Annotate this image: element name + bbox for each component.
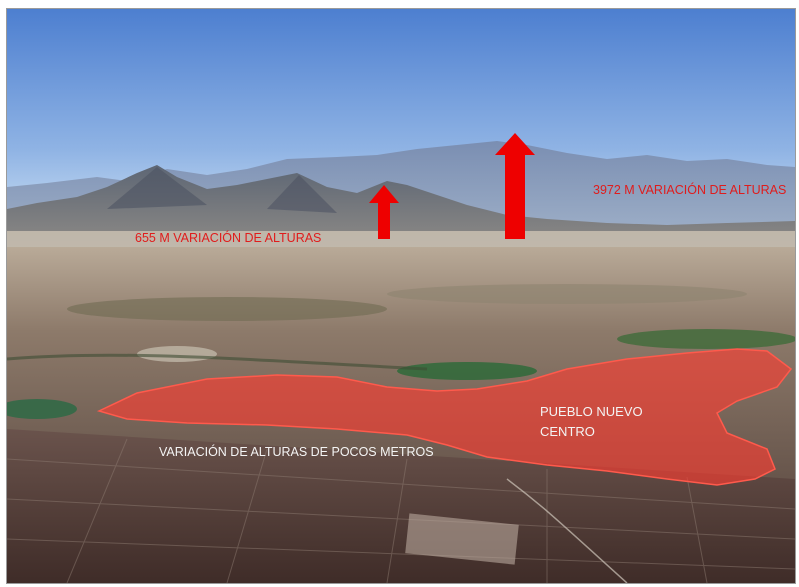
label-3972m-height-variation: 3972 M VARIACIÓN DE ALTURAS	[593, 183, 787, 197]
label-655m-height-variation: 655 M VARIACIÓN DE ALTURAS	[135, 231, 322, 245]
green-field	[7, 399, 77, 419]
mountain-shadow	[267, 175, 337, 213]
field-boundaries	[7, 438, 795, 583]
mountain-shadow	[107, 167, 207, 209]
field-patch	[67, 297, 387, 321]
town-label-line1: PUEBLO NUEVO	[540, 404, 643, 419]
green-field	[397, 362, 537, 380]
photo-frame: 655 M VARIACIÓN DE ALTURAS 3972 M VARIAC…	[6, 8, 796, 584]
near-mountain-range	[7, 165, 795, 247]
green-field	[617, 329, 795, 349]
river-vegetation	[7, 353, 428, 371]
pueblo-nuevo-highlight-area	[96, 348, 793, 486]
town-label-line2: CENTRO	[540, 424, 595, 439]
field-patch	[387, 284, 747, 304]
road	[506, 478, 628, 583]
up-arrow-icon	[495, 133, 535, 239]
settlement-patch	[137, 346, 217, 362]
town-label: PUEBLO NUEVO CENTRO	[540, 402, 643, 442]
label-local-height-variation: VARIACIÓN DE ALTURAS DE POCOS METROS	[159, 445, 434, 459]
light-field	[405, 513, 519, 565]
aerial-landscape-photo	[7, 9, 795, 583]
up-arrow-icon	[369, 185, 399, 239]
